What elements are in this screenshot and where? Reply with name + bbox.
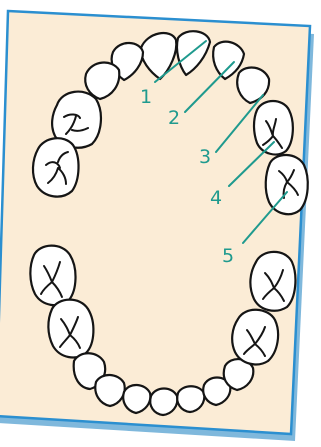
upper-lateral-incisor-right: [212, 40, 246, 81]
upper-central-incisor-right: [175, 30, 212, 77]
fissure: [278, 169, 299, 199]
number-labels: 1 2 3 4 5: [140, 86, 234, 267]
fissure: [63, 113, 89, 135]
upper-central-incisor-left: [139, 31, 178, 81]
lower-first-molar-left: [29, 244, 77, 307]
lower-canine-left: [94, 373, 126, 408]
label-4: 4: [210, 187, 222, 209]
fissure: [59, 316, 81, 349]
leader-line-4: [228, 141, 275, 187]
lower-incisor-1: [122, 383, 152, 415]
lower-second-molar-left: [47, 298, 95, 359]
fissure: [243, 326, 266, 357]
lower-second-molar-right: [249, 250, 297, 312]
upper-second-premolar-right: [264, 153, 309, 216]
leader-line-2: [184, 61, 235, 113]
lower-incisor-3: [176, 385, 206, 414]
label-1: 1: [140, 86, 152, 108]
lower-first-molar-right: [231, 308, 280, 366]
fissure: [45, 151, 69, 185]
lower-incisor-2: [149, 387, 179, 417]
leader-line-5: [242, 191, 288, 244]
leader-line-1: [154, 40, 207, 83]
leader-line-3: [215, 94, 264, 153]
fissure: [40, 261, 63, 298]
lower-canine-right: [202, 376, 232, 407]
label-3: 3: [199, 146, 211, 168]
upper-canine-right: [236, 66, 271, 105]
label-5: 5: [222, 245, 234, 267]
upper-second-molar-left: [31, 137, 80, 198]
fissure: [262, 118, 283, 149]
fissure: [262, 269, 285, 302]
label-2: 2: [168, 107, 180, 129]
upper-arch: [31, 30, 309, 216]
leader-lines: [154, 40, 288, 244]
upper-first-molar-left: [51, 90, 102, 149]
upper-canine-left: [84, 61, 121, 101]
lower-arch: [29, 244, 297, 417]
